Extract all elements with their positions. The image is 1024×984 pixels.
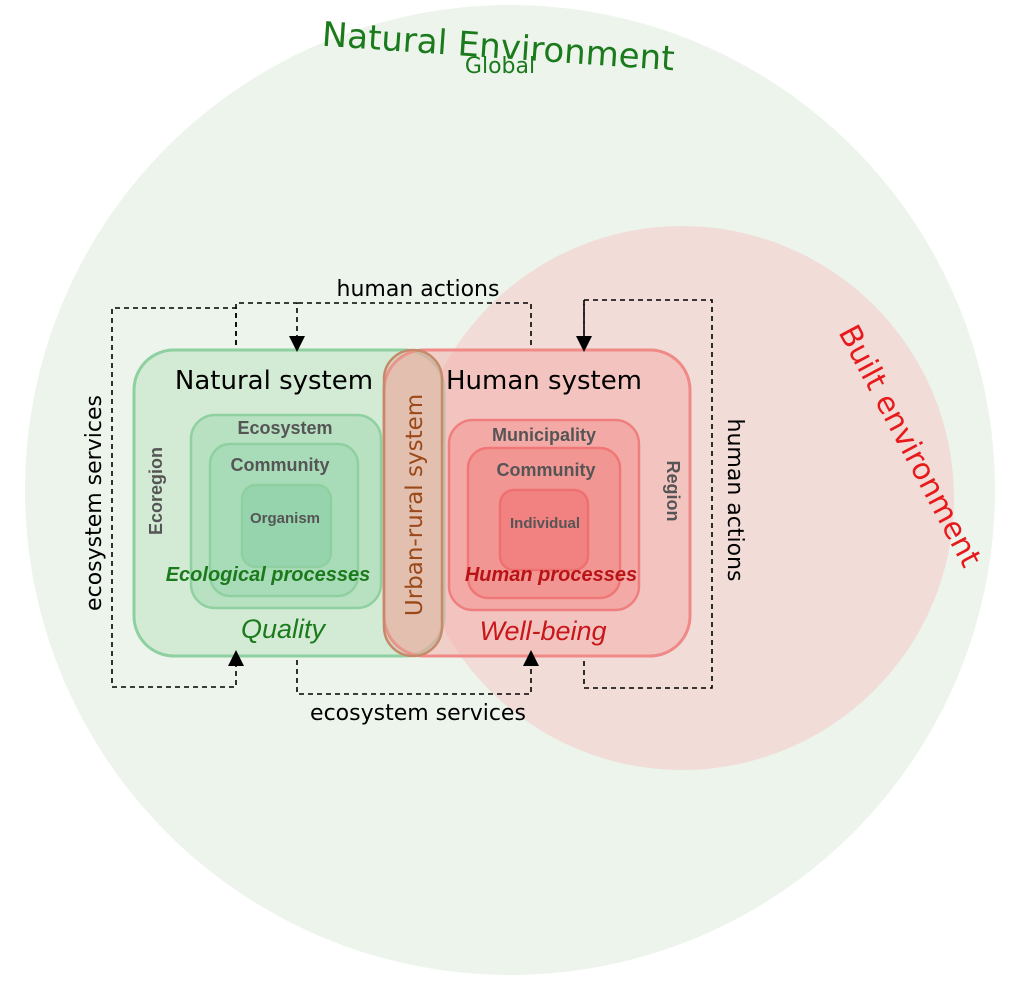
natural-environment-subtitle: Global [465,54,535,79]
individual-box [498,488,590,572]
organism-label: Organism [250,510,320,527]
urban-rural-label: Urban-rural system [402,394,428,616]
ecological-processes-label: Ecological processes [166,564,371,586]
flow-arrow-right-loop [583,299,713,689]
flow-label-right: human actions [722,419,747,582]
ecoregion-label: Ecoregion [146,447,166,535]
community-label-human: Community [497,460,596,480]
flow-arrow-left-loop [111,307,244,688]
natural-system-title: Natural system [175,366,373,396]
flow-label-top: human actions [337,277,500,302]
municipality-label: Municipality [492,425,596,445]
flow-label-left: ecosystem services [82,395,107,611]
individual-label: Individual [510,515,580,532]
organism-box [240,483,333,569]
ecosystem-label: Ecosystem [237,418,332,438]
quality-label: Quality [241,614,327,644]
flow-arrow-top-connector [297,302,532,345]
urban-rural-box [382,348,444,658]
flow-label-bottom: ecosystem services [310,701,526,726]
well-being-label: Well-being [479,616,606,646]
region-label: Region [663,461,683,522]
human-system-title: Human system [446,366,642,396]
community-label-natural: Community [231,455,330,475]
human-processes-label: Human processes [465,564,637,586]
